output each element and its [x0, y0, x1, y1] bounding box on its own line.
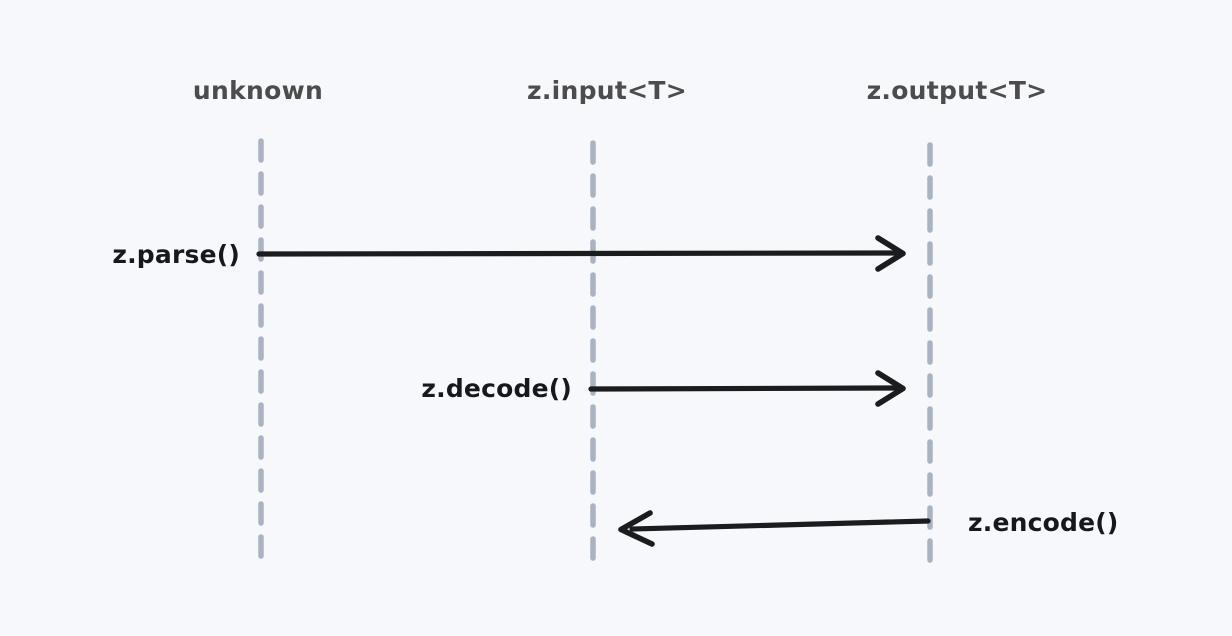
participant-header-z-input: z.input<T>	[527, 76, 687, 105]
message-encode-arrowhead	[618, 510, 655, 547]
message-parse-line	[256, 250, 898, 257]
message-encode-label: z.encode()	[968, 508, 1119, 537]
message-encode: z.encode()	[618, 508, 1119, 547]
message-decode-line	[588, 385, 898, 392]
message-decode: z.decode()	[421, 370, 906, 407]
message-encode-line	[629, 518, 931, 532]
message-parse-arrowhead	[875, 235, 906, 272]
message-decode-arrowhead	[875, 370, 906, 407]
participant-header-unknown: unknown	[193, 76, 323, 105]
message-parse-label: z.parse()	[112, 240, 240, 269]
message-decode-label: z.decode()	[421, 374, 572, 403]
participant-header-z-output: z.output<T>	[867, 76, 1048, 105]
message-parse: z.parse()	[112, 235, 906, 272]
